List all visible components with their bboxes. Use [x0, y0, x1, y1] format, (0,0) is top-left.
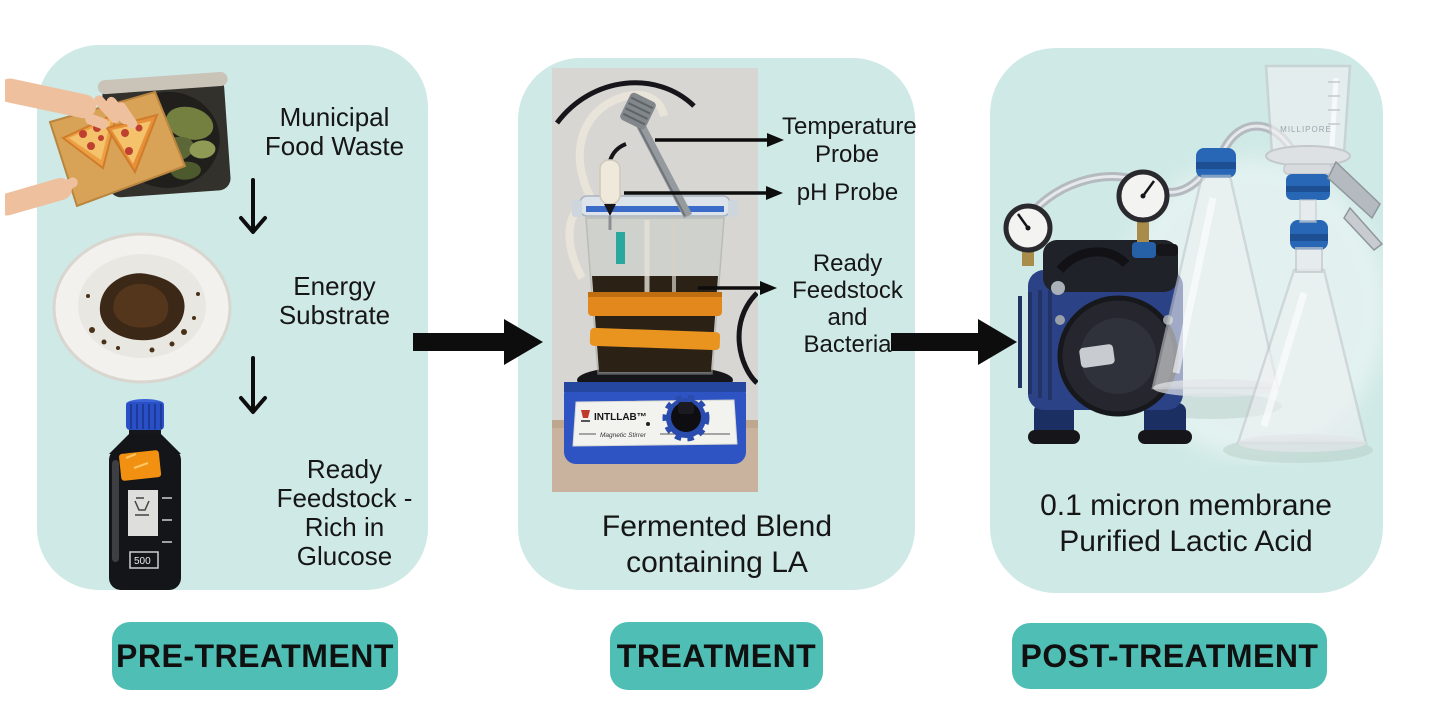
annotation-arrow-icon — [624, 186, 783, 200]
flow-arrow-right-icon — [413, 319, 543, 365]
ready-feedstock-label: Ready Feedstock - Rich in Glucose — [262, 455, 427, 571]
down-arrow-icon — [239, 178, 267, 234]
funnel-brand-text: MILLIPORE — [1280, 125, 1332, 134]
valve-icon — [1132, 242, 1156, 258]
caption-line: Purified Lactic Acid — [1059, 525, 1313, 558]
label-line: Glucose — [296, 541, 393, 571]
pre-treatment-badge: PRE-TREATMENT — [112, 622, 398, 690]
energy-substrate-label: Energy Substrate — [252, 272, 417, 330]
down-arrow-icon — [239, 356, 267, 414]
feedstock-bottle-photo: 500 — [109, 399, 181, 590]
label-line: Energy — [293, 271, 376, 301]
annotation-arrow-icon — [655, 133, 784, 147]
temperature-probe-icon — [620, 92, 692, 219]
bottle-volume-text: 500 — [134, 556, 151, 567]
stirrer-model-text: Magnetic Stirrer — [600, 432, 647, 439]
annotation-arrow-icon — [698, 281, 777, 295]
substrate-speckles — [86, 292, 200, 353]
energy-substrate-photo — [52, 232, 232, 384]
filtration-setup-photo: MILLIPORE — [1003, 64, 1383, 463]
clamp-icon — [1327, 160, 1381, 220]
label-line: Ready — [306, 454, 383, 484]
tubing-icon — [575, 90, 668, 211]
label-line: Bacteria — [803, 331, 892, 358]
label-line: Temperature — [782, 113, 917, 140]
caption-line: containing LA — [626, 546, 808, 579]
filter-funnel-icon: MILLIPORE — [1264, 64, 1383, 252]
post-treatment-caption: 0.1 micron membrane Purified Lactic Acid — [1005, 488, 1367, 560]
cable-icon — [554, 80, 696, 125]
food-waste-photo — [5, 71, 231, 216]
treatment-badge: TREATMENT — [610, 622, 823, 690]
pressure-gauge-icon — [1116, 169, 1178, 258]
filter-flask-icon — [1236, 220, 1368, 452]
label-line: pH Probe — [796, 179, 899, 206]
stirrer-brand-text: INTLLAB™ — [594, 412, 647, 423]
fermenter-photo: INTLLAB™ Magnetic Stirrer — [552, 68, 758, 492]
label-line: Rich in — [304, 512, 385, 542]
caption-line: 0.1 micron membrane — [1040, 489, 1332, 522]
label-line: Municipal — [279, 102, 390, 132]
label-line: Ready — [812, 250, 883, 277]
treatment-caption: Fermented Blend containing LA — [538, 509, 896, 581]
label-line: Substrate — [278, 300, 391, 330]
ready-feedstock-bacteria-label: Ready Feedstock and Bacteria — [770, 250, 925, 358]
hand-icon — [5, 78, 138, 216]
label-line: Feedstock and — [792, 277, 903, 331]
label-line: Probe — [814, 141, 880, 168]
filter-flask-icon — [1151, 148, 1280, 397]
pressure-gauge-icon — [1003, 203, 1053, 266]
caption-line: Fermented Blend — [601, 510, 833, 543]
temperature-probe-label: Temperature Probe — [782, 113, 917, 169]
municipal-food-waste-label: Municipal Food Waste — [252, 103, 417, 161]
flow-arrow-right-icon — [891, 319, 1017, 365]
label-line: Food Waste — [264, 131, 405, 161]
label-line: Feedstock - — [276, 483, 413, 513]
post-treatment-badge: POST-TREATMENT — [1012, 623, 1327, 689]
ph-probe-label: pH Probe — [775, 179, 920, 207]
magnetic-stirrer-icon: INTLLAB™ Magnetic Stirrer — [564, 365, 746, 464]
ph-probe-icon — [599, 159, 621, 230]
